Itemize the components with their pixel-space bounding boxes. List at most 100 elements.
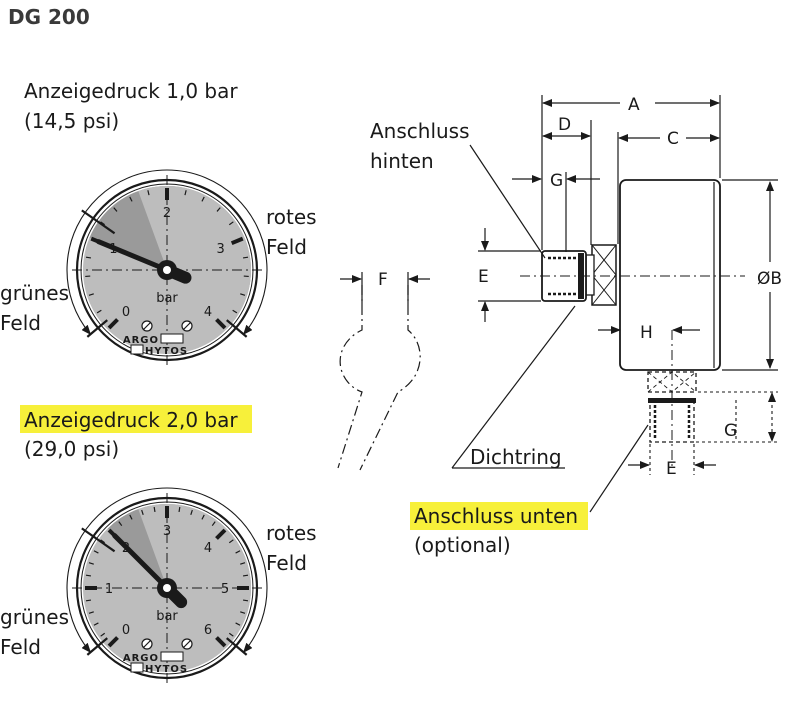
gauge1-screw-slot bbox=[143, 322, 151, 330]
gauge1-pointer-pin bbox=[163, 266, 171, 274]
gauge1-red-field-marker bbox=[226, 319, 248, 338]
gauge1-major-tick bbox=[107, 318, 119, 330]
gauge1-brand-bottom: HYTOS bbox=[145, 346, 188, 357]
gauge2-pointer-pin bbox=[163, 584, 171, 592]
gauge2-brand-box-bottom bbox=[130, 662, 144, 673]
gauge1-screw-slot bbox=[183, 322, 191, 330]
label-back-connection-1: Anschluss bbox=[370, 119, 470, 143]
gauge2-screw-slot bbox=[143, 640, 151, 648]
gauge2-minor-tick bbox=[201, 514, 205, 520]
gauge2-minor-tick bbox=[228, 632, 234, 637]
gauge2-scale-label: 6 bbox=[204, 623, 212, 638]
seal-ring-bottom bbox=[648, 398, 696, 403]
leader-bottom-connection bbox=[589, 424, 649, 513]
gauge2-scale-label: 1 bbox=[105, 582, 113, 597]
gauge2-screw-slot bbox=[183, 640, 191, 648]
label-bottom-highlight bbox=[410, 502, 588, 530]
gauge1-green-label-2: Feld bbox=[0, 311, 41, 335]
gauge2-minor-tick bbox=[211, 521, 216, 527]
gauge1-minor-tick bbox=[240, 293, 246, 296]
gauge2-minor-tick bbox=[88, 611, 94, 614]
dim-D-label: D bbox=[558, 115, 571, 135]
gauge2-minor-tick bbox=[100, 539, 106, 544]
hex-nut bbox=[591, 244, 617, 306]
page-title: DG 200 bbox=[8, 5, 90, 29]
dim-C-label: C bbox=[667, 129, 679, 149]
gauge1-caption-line1: Anzeigedruck 1,0 bar bbox=[24, 79, 238, 103]
gauge1-red-label-2: Feld bbox=[266, 235, 307, 259]
label-seal: Dichtring bbox=[470, 445, 562, 469]
gauge2-brand-box-top bbox=[160, 651, 184, 662]
side-view bbox=[520, 179, 745, 470]
dim-B-label: ØB bbox=[757, 269, 782, 289]
label-bottom-connection-1: Anschluss unten bbox=[414, 504, 578, 528]
gauge2-scale-label: 4 bbox=[204, 541, 212, 556]
gauge2-green-label-2: Feld bbox=[0, 635, 41, 659]
gauge2-scale-label: 3 bbox=[163, 524, 171, 539]
gauge1-green-label-1: grünes bbox=[0, 281, 69, 305]
gauge1-minor-tick bbox=[85, 256, 92, 259]
gauge1-red-label-1: rotes bbox=[266, 205, 317, 229]
gauge2-brand-bottom: HYTOS bbox=[145, 664, 188, 675]
gauge1-major-tick bbox=[215, 318, 227, 330]
dim-G-top-label: G bbox=[550, 171, 563, 191]
gauge2-minor-tick bbox=[240, 562, 246, 565]
gauge1-minor-tick bbox=[88, 293, 94, 296]
gauge2-caption-line1: Anzeigedruck 2,0 bar bbox=[24, 408, 238, 432]
gauge2-minor-tick bbox=[242, 599, 249, 602]
gauge2-minor-tick bbox=[178, 506, 181, 513]
gauge2-minor-tick bbox=[88, 562, 94, 565]
gauge1-field-divider bbox=[81, 209, 116, 235]
gauge2-minor-tick bbox=[93, 622, 99, 626]
gauge2-green-field-marker bbox=[86, 637, 108, 656]
gauge1-minor-tick bbox=[232, 309, 238, 314]
dim-A-label: A bbox=[628, 95, 640, 115]
wrench-outline bbox=[337, 285, 421, 471]
gauge2-major-tick bbox=[107, 636, 119, 648]
label-back-connection-2: hinten bbox=[370, 149, 434, 173]
gauge1-brand-top: ARGO bbox=[123, 335, 159, 346]
leader-back-connection bbox=[469, 144, 546, 259]
gauge1-scale-label: 2 bbox=[163, 206, 171, 221]
gauge1-scale-label: 0 bbox=[122, 305, 130, 320]
gauge2-minor-tick bbox=[141, 509, 144, 515]
gauge1-minor-tick bbox=[216, 207, 221, 212]
gauge1-scale-label: 4 bbox=[204, 305, 212, 320]
gauge1-brand-box-bottom bbox=[130, 344, 144, 355]
gauge2-minor-tick bbox=[235, 622, 241, 626]
gauge1-caption-line2: (14,5 psi) bbox=[24, 109, 119, 133]
gauge2-minor-tick bbox=[153, 506, 156, 513]
gauge2: 0123456barARGOHYTOS bbox=[66, 487, 268, 683]
gauge2-field-divider bbox=[81, 527, 116, 553]
gauge1-minor-tick bbox=[129, 196, 133, 202]
gauge2-range-arc bbox=[66, 487, 268, 654]
gauge2-minor-tick bbox=[228, 539, 234, 544]
gauge1-green-field-marker bbox=[86, 319, 108, 338]
stem-neck bbox=[585, 254, 595, 296]
gauge1-minor-tick bbox=[201, 196, 205, 202]
gauge1-brand-box-top bbox=[160, 333, 184, 344]
gauge1-minor-tick bbox=[242, 256, 249, 259]
gauge2-pointer bbox=[112, 533, 170, 591]
gauge2-scale-label: 5 bbox=[221, 582, 229, 597]
gauge2-minor-tick bbox=[85, 574, 92, 577]
gauge2-brand-top: ARGO bbox=[123, 653, 159, 664]
gauge2-minor-tick bbox=[100, 632, 106, 637]
gauge1-pointer bbox=[96, 239, 170, 273]
gauge2-red-label-2: Feld bbox=[266, 551, 307, 575]
gauge1-range-arc bbox=[66, 169, 268, 336]
gauge2-caption-line2: (29,0 psi) bbox=[24, 437, 119, 461]
gauge2-minor-tick bbox=[235, 550, 241, 554]
gauge2-minor-tick bbox=[242, 574, 249, 577]
gauge2-minor-tick bbox=[190, 509, 193, 515]
gauge2-minor-tick bbox=[240, 611, 246, 614]
gauge1-minor-tick bbox=[113, 207, 118, 212]
dim-G-bottom-label: G bbox=[724, 421, 737, 441]
gauge2-green-label-1: grünes bbox=[0, 605, 69, 629]
gauge1-minor-tick bbox=[100, 221, 106, 226]
gauge1: 01234barARGOHYTOS bbox=[66, 169, 268, 365]
dim-E-left-label: E bbox=[478, 267, 489, 287]
dim-E-bottom-label: E bbox=[666, 459, 677, 479]
gauge1-unit-label: bar bbox=[156, 291, 178, 306]
